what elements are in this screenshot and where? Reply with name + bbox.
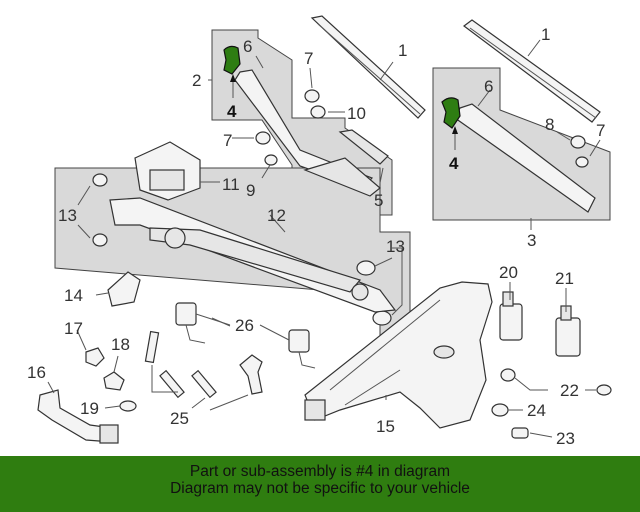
callout-18: 18 bbox=[111, 335, 130, 354]
wiper-motor bbox=[134, 141, 201, 201]
small-parts-22-23-24 bbox=[491, 368, 612, 439]
callout-7-top: 7 bbox=[304, 49, 313, 68]
callout-6-left: 6 bbox=[243, 37, 252, 56]
callout-23: 23 bbox=[556, 429, 575, 448]
callout-15: 15 bbox=[376, 417, 395, 436]
callout-6-right: 6 bbox=[484, 77, 493, 96]
small-parts-17-18-19 bbox=[85, 347, 137, 412]
washer-pumps bbox=[499, 291, 581, 357]
callout-1-left: 1 bbox=[398, 41, 407, 60]
callout-22: 22 bbox=[560, 381, 579, 400]
callout-5: 5 bbox=[374, 191, 383, 210]
hoses-25 bbox=[144, 330, 263, 411]
callout-8: 8 bbox=[545, 115, 554, 134]
part-4-right-highlight bbox=[441, 97, 461, 129]
diagram-canvas: 1 1 2 3 4 4 5 6 6 7 7 7 8 9 10 11 12 13 … bbox=[27, 15, 612, 448]
callout-21: 21 bbox=[555, 269, 574, 288]
callout-9: 9 bbox=[246, 181, 255, 200]
wiper-blade-right bbox=[463, 19, 601, 123]
callout-10: 10 bbox=[347, 104, 366, 123]
callout-4-left: 4 bbox=[227, 102, 237, 121]
callout-19: 19 bbox=[80, 399, 99, 418]
callout-13-right: 13 bbox=[386, 237, 405, 256]
callout-7-mid: 7 bbox=[223, 131, 232, 150]
callout-25: 25 bbox=[170, 409, 189, 428]
washer-reservoir bbox=[304, 281, 493, 429]
part-4-left-highlight bbox=[223, 45, 241, 75]
callout-2: 2 bbox=[192, 71, 201, 90]
callout-17: 17 bbox=[64, 319, 83, 338]
callout-11: 11 bbox=[222, 175, 240, 194]
callout-13-left: 13 bbox=[58, 206, 77, 225]
wiper-linkage bbox=[109, 197, 397, 313]
callout-4-right: 4 bbox=[449, 154, 459, 173]
footer-line-2: Diagram may not be specific to your vehi… bbox=[170, 480, 470, 497]
wiper-arm-left bbox=[234, 69, 389, 197]
bracket-14 bbox=[107, 271, 141, 307]
callout-1-right: 1 bbox=[541, 25, 550, 44]
callout-16: 16 bbox=[27, 363, 46, 382]
callout-26: 26 bbox=[235, 316, 254, 335]
callout-20: 20 bbox=[499, 263, 518, 282]
wiper-arm-right bbox=[454, 103, 596, 213]
footer-banner: Part or sub-assembly is #4 in diagram Di… bbox=[0, 456, 640, 512]
callout-7-right: 7 bbox=[596, 121, 605, 140]
hose-16-clamp bbox=[99, 424, 119, 444]
footer-line-1: Part or sub-assembly is #4 in diagram bbox=[189, 463, 451, 480]
wiper-blade-left bbox=[310, 15, 426, 119]
callout-3: 3 bbox=[527, 231, 536, 250]
nut-parts bbox=[92, 89, 589, 326]
harness-26 bbox=[175, 302, 316, 369]
leader-lines bbox=[47, 39, 601, 438]
callout-24: 24 bbox=[527, 401, 546, 420]
callout-12: 12 bbox=[267, 206, 286, 225]
callout-14: 14 bbox=[64, 286, 83, 305]
